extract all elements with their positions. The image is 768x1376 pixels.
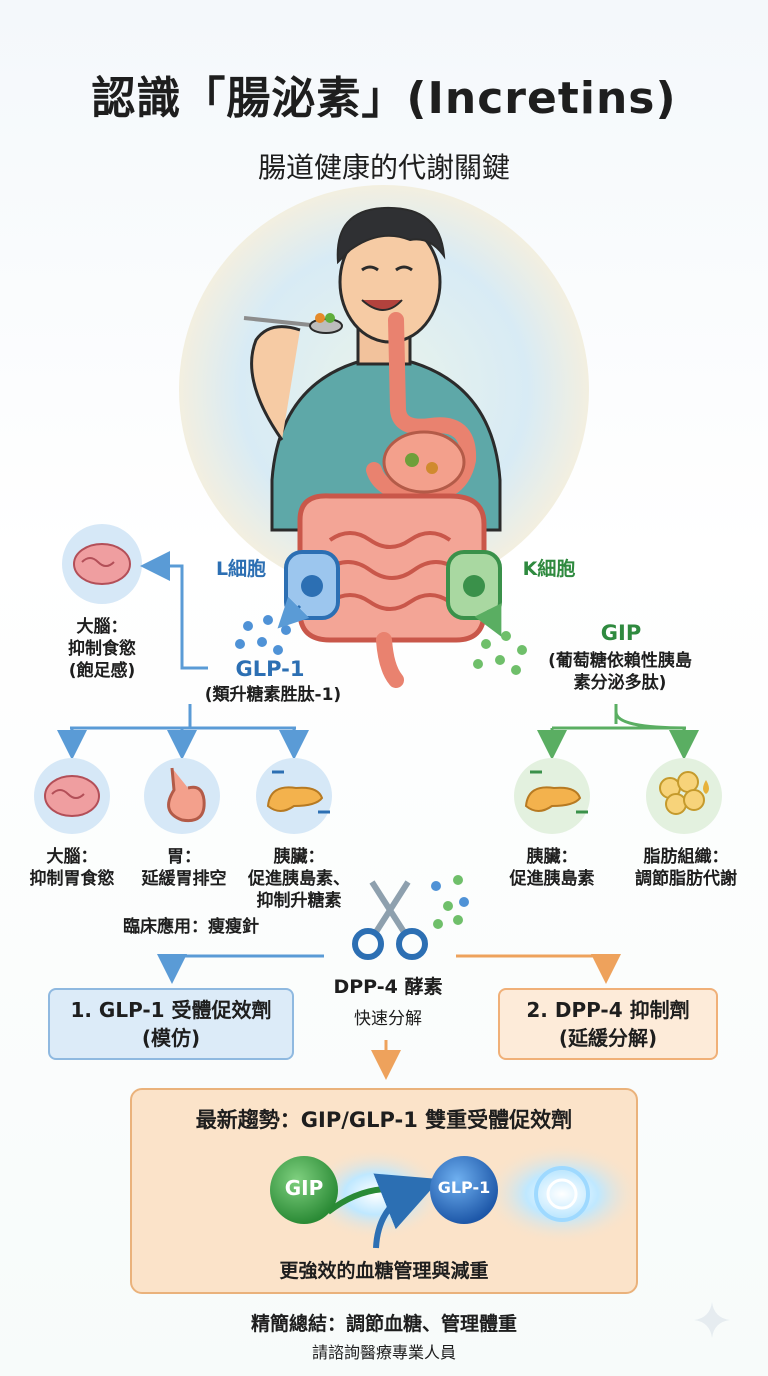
page-title: 認識「腸泌素」(Incretins): [91, 73, 677, 124]
person-eating-illustration: [243, 206, 502, 532]
consult-note: 請諮詢醫療專業人員: [311, 1343, 456, 1362]
dpp4-to-glp1-drug-arrow: [157, 954, 324, 984]
clinical-application: 臨床應用：瘦瘦針: [123, 917, 259, 937]
glp1-particles: [235, 615, 291, 655]
latest-trend-panel: 最新趨勢：GIP/GLP-1 雙重受體促效劑 GIP GLP-1 更強效的血糖管…: [130, 1088, 638, 1294]
brain-icon: [62, 524, 142, 604]
trend-gip-label: GIP: [284, 1176, 324, 1200]
gip-full-name: (葡萄糖依賴性胰島 素分泌多肽): [548, 651, 692, 693]
l-cell-label: L細胞: [215, 558, 267, 580]
glp1-target-brain: 大腦： 抑制胃食慾: [29, 847, 115, 889]
dpp4-inhibitor-box: 2. DPP-4 抑制劑 (延緩分解): [498, 988, 718, 1060]
k-cell-illustration: [446, 550, 502, 620]
dpp4-to-inhibitor-arrow: [456, 954, 621, 984]
gip-molecule-icon: [270, 1156, 338, 1224]
pancreas-icon: [514, 758, 590, 834]
sparkle-icon: [694, 1302, 730, 1338]
brain-icon: [34, 758, 110, 834]
gip-target-fat: 脂肪組織： 調節脂肪代謝: [635, 847, 737, 889]
stomach-icon: [144, 758, 220, 834]
pancreas-icon: [256, 758, 332, 834]
glp1-full-name: (類升糖素胜肽-1): [204, 685, 342, 705]
trend-glp1-label: GLP-1: [437, 1178, 491, 1197]
summary-text: 精簡總結：調節血糖、管理體重: [250, 1313, 517, 1335]
scissors-icon: [352, 880, 428, 960]
glp1-label: GLP-1: [235, 657, 305, 681]
gip-target-pancreas: 胰臟： 促進胰島素: [509, 847, 595, 889]
glp1-branch-lines: [70, 704, 296, 746]
k-cell-label: K細胞: [522, 558, 576, 580]
gip-branch-lines: [550, 704, 687, 744]
brain-top-label: 大腦： 抑制食慾 (飽足感): [68, 617, 136, 681]
gip-label: GIP: [600, 621, 642, 645]
fat-tissue-icon: [646, 758, 722, 834]
cleaved-particles: [431, 875, 469, 929]
dual-agonist-illustration: [270, 1144, 636, 1249]
page-subtitle: 腸道健康的代謝關鍵: [257, 151, 510, 184]
glp1-to-brain-arrow: [140, 551, 208, 670]
glp1-target-stomach: 胃： 延緩胃排空: [141, 847, 227, 889]
trend-summary: 更強效的血糖管理與減重: [279, 1260, 489, 1282]
glp1-molecule-icon: [430, 1156, 498, 1224]
intestine-illustration: [297, 493, 487, 688]
l-cell-illustration: [284, 550, 340, 620]
gip-particles: [473, 631, 527, 675]
glp1-target-pancreas: 胰臟： 促進胰島素、 抑制升糖素: [248, 847, 350, 911]
dpp4-action: 快速分解: [354, 1009, 422, 1029]
trend-title: 最新趨勢：GIP/GLP-1 雙重受體促效劑: [195, 1108, 573, 1132]
dpp4-label: DPP-4 酵素: [333, 976, 443, 998]
glp1-agonist-box: 1. GLP-1 受體促效劑 (模仿): [48, 988, 294, 1060]
